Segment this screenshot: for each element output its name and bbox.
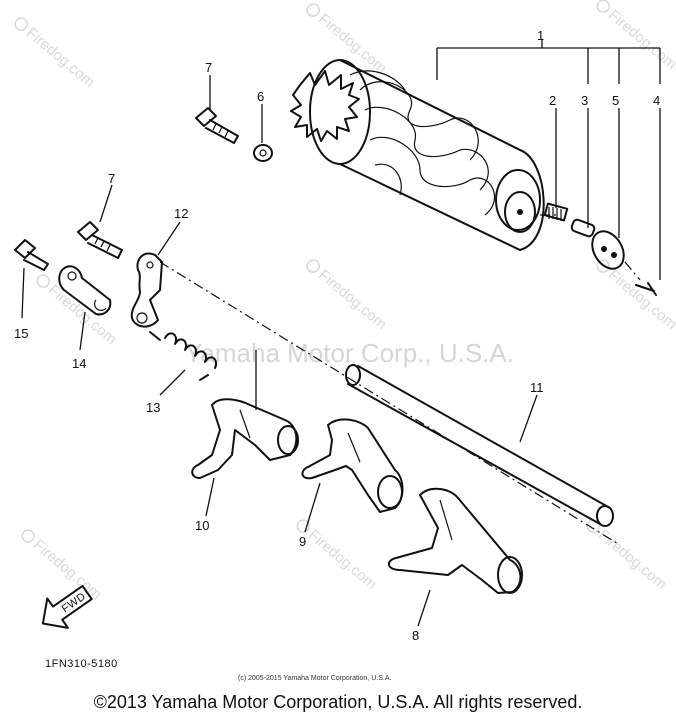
label-part-8: 8 [412, 628, 419, 643]
small-copyright: (c) 2005-2015 Yamaha Motor Corporation, … [238, 675, 391, 682]
label-part-15: 15 [14, 326, 28, 341]
shift-fork-part-10 [191, 398, 299, 479]
label-part-10: 10 [195, 518, 209, 533]
label-part-9: 9 [299, 534, 306, 549]
part-number-labels: 1 2 3 5 4 7 6 7 12 15 14 13 11 10 9 8 [14, 28, 660, 643]
firedog-copyright-icon [296, 519, 310, 533]
diagram-code: 1FN310-5180 [45, 658, 118, 670]
pin-part-3 [570, 218, 596, 238]
label-part-5: 5 [612, 93, 619, 108]
watermark-text: Firedog.com [605, 266, 676, 333]
watermark-text: Firedog.com [30, 536, 105, 603]
shift-cam-drum [290, 59, 545, 251]
drum-small-parts [540, 202, 657, 296]
upper-bolt-and-washer [195, 107, 273, 162]
label-part-14: 14 [72, 356, 86, 371]
label-part-7-upper: 7 [205, 60, 212, 75]
label-part-3: 3 [581, 93, 588, 108]
watermark-text: Firedog.com [605, 6, 676, 73]
watermark-text: Firedog.com [23, 24, 98, 91]
plate-part-5 [591, 230, 625, 270]
washer-part-6 [253, 144, 273, 162]
firedog-copyright-icon [21, 529, 35, 543]
watermark-text: Firedog.com [315, 266, 390, 333]
watermark-text: Firedog.com [305, 526, 380, 593]
firedog-copyright-icon [306, 259, 320, 273]
firedog-copyright-icon [596, 0, 610, 13]
stopper-assembly [14, 221, 217, 381]
label-part-11: 11 [530, 380, 544, 395]
label-part-7-lower: 7 [108, 171, 115, 186]
center-watermark: Yamaha Motor Corp., U.S.A. [185, 338, 514, 368]
shift-fork-shaft [159, 261, 621, 546]
screw-part-4 [635, 282, 657, 296]
label-part-12: 12 [174, 206, 188, 221]
shift-fork-part-8 [388, 487, 523, 594]
label-part-13: 13 [146, 400, 160, 415]
bolt-head-part-7 [195, 107, 217, 127]
label-part-1: 1 [537, 28, 544, 43]
label-part-4: 4 [653, 93, 660, 108]
firedog-copyright-icon [306, 3, 320, 17]
firedog-copyright-icon [14, 17, 28, 31]
shift-fork-part-9 [301, 418, 404, 513]
pin-part-2 [543, 202, 569, 222]
firedog-copyright-icon [36, 274, 50, 288]
label-part-2: 2 [549, 93, 556, 108]
watermark-text: Firedog.com [45, 281, 120, 348]
leader-lines [21, 40, 661, 627]
copyright-footer: ©2013 Yamaha Motor Corporation, U.S.A. A… [93, 692, 583, 712]
label-part-6: 6 [257, 89, 264, 104]
